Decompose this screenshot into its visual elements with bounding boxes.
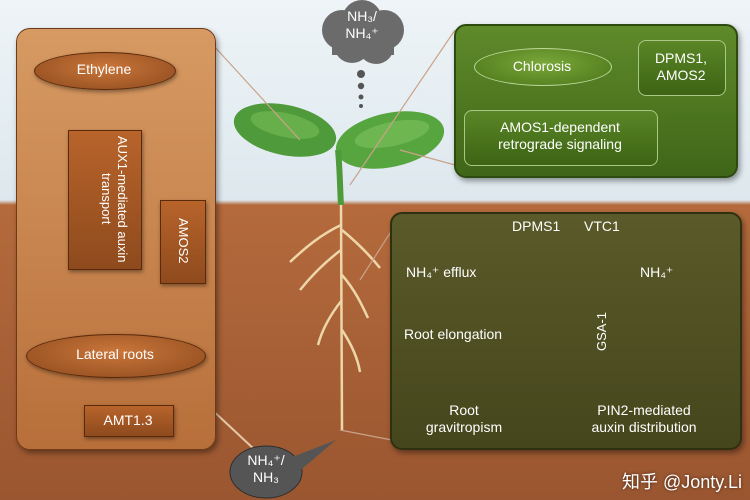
roots xyxy=(289,204,381,431)
dpms1-label: DPMS1 xyxy=(512,218,561,234)
cloud-label: NH₃/NH₄⁺ xyxy=(345,8,379,41)
root-growth-panel xyxy=(390,212,742,450)
soil-ammonia-bubble xyxy=(229,440,336,499)
lateral-roots-node xyxy=(26,334,206,378)
dpms1-amos2-node xyxy=(638,40,726,96)
ammonia-cloud xyxy=(322,0,404,64)
aux1-transport-node xyxy=(68,130,142,270)
lateral-roots-label: Lateral roots xyxy=(76,346,154,362)
aux1-transport-label: AUX1-mediated auxin transport xyxy=(99,135,130,263)
amos2-node xyxy=(160,200,206,284)
chlorosis-node xyxy=(474,48,612,86)
amos1-signaling-node xyxy=(464,110,658,166)
ethylene-label: Ethylene xyxy=(76,61,132,77)
ethylene-node xyxy=(34,52,176,90)
root-elongation-label: Root elongation xyxy=(404,326,503,342)
stem xyxy=(335,149,344,206)
gsa1-label: GSA-1 xyxy=(594,311,609,351)
amt13-node xyxy=(84,405,174,437)
nh4-label: NH₄⁺ xyxy=(640,264,674,280)
nh4-efflux-label: NH₄⁺ efflux xyxy=(406,264,477,280)
chlorosis-label: Chlorosis xyxy=(512,58,572,74)
soil-bubble-label: NH₄⁺/NH₃ xyxy=(247,452,285,485)
vtc1-label: VTC1 xyxy=(584,218,620,234)
amt13-label: AMT1.3 xyxy=(103,412,153,428)
amos2-label: AMOS2 xyxy=(176,218,191,264)
dpms1-amos2-label: DPMS1,AMOS2 xyxy=(654,50,708,83)
watermark: 知乎 @Jonty.Li xyxy=(622,472,742,492)
